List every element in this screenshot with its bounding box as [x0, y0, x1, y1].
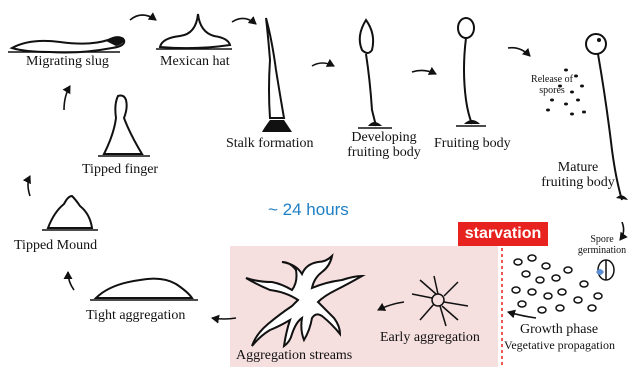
early-aggregation-drawing [412, 276, 468, 326]
spore-line1: Spore [572, 234, 632, 245]
release-line1: Release of [522, 74, 582, 85]
early-aggregation-label: Early aggregation [380, 330, 480, 345]
spore-line2: germination [572, 245, 632, 256]
mature-line1: Mature [526, 160, 630, 175]
spore-germination-label: Spore germination [572, 234, 632, 256]
aggregation-streams-label: Aggregation streams [236, 348, 352, 363]
release-line2: spores [522, 85, 582, 96]
tipped-finger-drawing [98, 96, 150, 157]
amoebae-cells [512, 255, 602, 313]
release-of-spores-label: Release of spores [522, 74, 582, 96]
timing-label: ~ 24 hours [268, 200, 349, 220]
mature-fruiting-body-label: Mature fruiting body [526, 160, 630, 190]
stalk-formation-label: Stalk formation [226, 136, 314, 151]
vegetative-propagation-label: Vegetative propagation [504, 338, 615, 353]
mexican-hat-label: Mexican hat [160, 54, 230, 69]
fruiting-body-drawing [456, 18, 486, 126]
tight-aggregation-label: Tight aggregation [86, 308, 185, 323]
developing-fruiting-body-label: Developing fruiting body [336, 130, 432, 160]
developing-fruiting-body-drawing [358, 20, 392, 128]
fruiting-body-label: Fruiting body [434, 136, 511, 151]
tight-aggregation-drawing [90, 279, 198, 300]
tipped-mound-label: Tipped Mound [14, 238, 97, 253]
mexican-hat-drawing [156, 14, 232, 49]
developing-line2: fruiting body [336, 145, 432, 160]
growth-phase-label: Growth phase [520, 322, 598, 337]
migrating-slug-drawing [8, 36, 124, 52]
migrating-slug-label: Migrating slug [26, 54, 109, 69]
tipped-mound-drawing [42, 196, 98, 230]
aggregation-streams-drawing [246, 256, 362, 346]
developing-line1: Developing [336, 130, 432, 145]
spore-germination-drawing [596, 260, 614, 280]
stalk-formation-drawing [262, 18, 292, 132]
mature-line2: fruiting body [526, 175, 630, 190]
tipped-finger-label: Tipped finger [82, 162, 158, 177]
starvation-badge: starvation [458, 222, 548, 246]
